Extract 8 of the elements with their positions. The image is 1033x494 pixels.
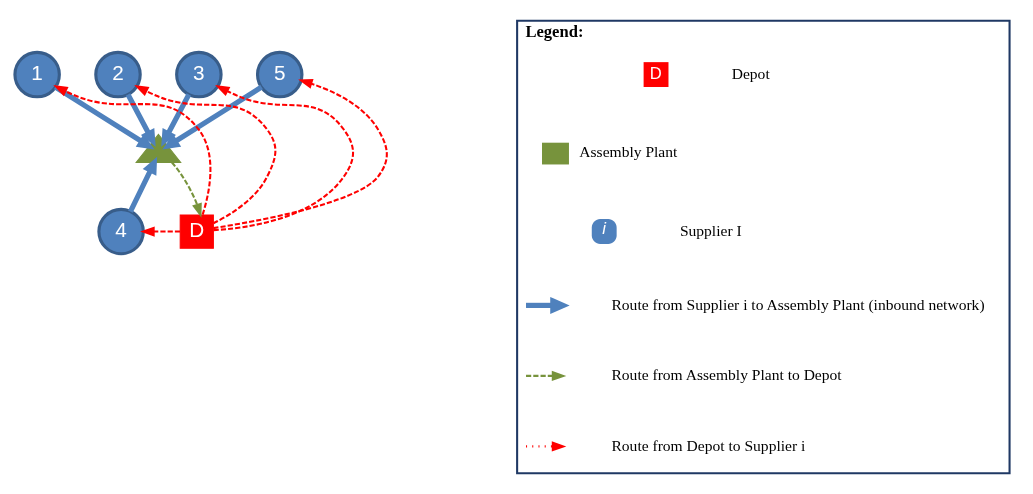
legend-label: Route from Depot to Supplier i [611, 436, 806, 454]
label: i [602, 219, 606, 239]
legend-label: Route from Supplier i to Assembly Plant (inbound network) [611, 295, 985, 313]
legend-label: Assembly Plant [579, 143, 678, 161]
legend-label: Supplier I [679, 221, 742, 239]
legend-label: Depot [731, 64, 770, 82]
legend-label: Route from Assembly Plant to Depot [611, 366, 842, 384]
label: D [649, 63, 662, 83]
